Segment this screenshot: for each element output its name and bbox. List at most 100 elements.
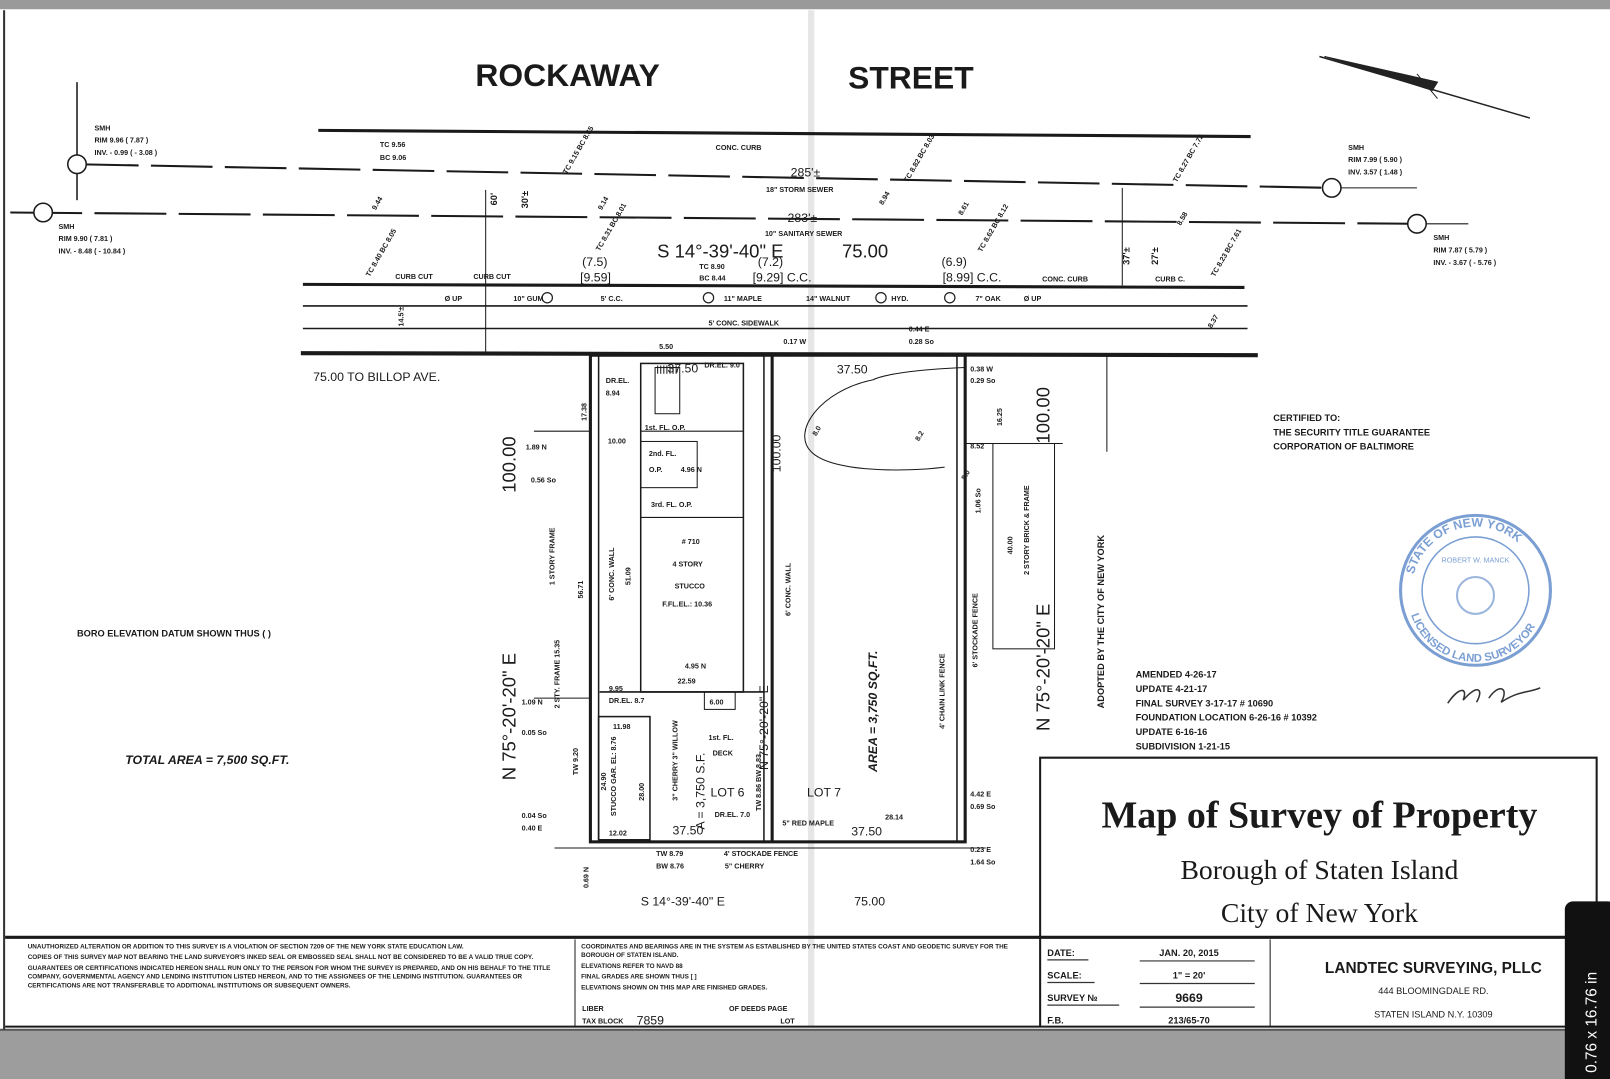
company-address-2: STATEN ISLAND N.Y. 10309: [1374, 1009, 1493, 1019]
survey-label: INV. - 0.99 ( - 3.08 ): [94, 149, 157, 157]
survey-label: 17.38: [580, 403, 588, 421]
survey-label: THE SECURITY TITLE GUARANTEE: [1273, 427, 1430, 437]
survey-label: 0.69 So: [970, 803, 996, 811]
survey-label: INV. 3.57 ( 1.48 ): [1348, 169, 1403, 177]
survey-label: 1.89 N: [526, 444, 547, 452]
survey-label: 60': [489, 193, 499, 205]
survey-label: 4 STORY: [673, 561, 704, 569]
survey-label: N 75°-20'-20" E: [1032, 604, 1053, 731]
survey-label: SMH: [94, 124, 110, 132]
survey-label: 2 STY. FRAME 15.35: [554, 640, 562, 709]
survey-label: 8.58: [1176, 211, 1190, 227]
survey-label: (7.5): [582, 255, 607, 269]
survey-label: 0.38 W: [970, 366, 993, 374]
survey-label: 1st. FL.: [708, 734, 733, 742]
survey-label: 6' STOCKADE FENCE: [971, 593, 979, 667]
lot-label: LOT: [780, 1018, 795, 1026]
survey-label: 1.64 So: [970, 858, 996, 866]
survey-label: A = 3,750 S.F.: [693, 753, 707, 830]
survey-label: 5.50: [659, 343, 673, 351]
map-city: City of New York: [1221, 897, 1418, 928]
survey-label: RIM 9.90 ( 7.81 ): [59, 235, 113, 243]
survey-label: Ø UP: [445, 295, 463, 303]
survey-label: 11.98: [613, 723, 631, 731]
survey-label: 14" WALNUT: [806, 295, 851, 303]
manhole-se: SMH RIM 7.87 ( 5.79 ) INV. - 3.67 ( - 5.…: [1433, 234, 1496, 267]
legal-notes: UNAUTHORIZED ALTERATION OR ADDITION TO T…: [28, 943, 562, 990]
survey-label: 1st. FL. O.P.: [645, 424, 686, 432]
survey-label: STUCCO: [675, 582, 706, 590]
survey-label: SUBDIVISION 1-21-15: [1136, 741, 1230, 751]
survey-label: RIM 7.87 ( 5.79 ): [1433, 247, 1487, 255]
survey-label: 14.5'±: [398, 307, 406, 327]
street-name-right: STREET: [848, 59, 974, 95]
survey-label: 18" STORM SEWER: [766, 186, 834, 194]
survey-label: ROBERT W. MANCK: [1442, 557, 1510, 565]
survey-label: TW 8.86 BW 8.83: [755, 754, 763, 811]
survey-label: S 14°-39'-40" E: [657, 241, 783, 262]
survey-label: COORDINATES AND BEARINGS ARE IN THE SYST…: [581, 943, 1008, 960]
survey-label: 22.59: [678, 678, 696, 686]
survey-label: STATE OF NEW YORK: [1403, 516, 1524, 576]
survey-label: BW 8.76: [656, 863, 684, 871]
survey-label: 11" MAPLE: [724, 295, 762, 303]
survey-label: 4' STOCKADE FENCE: [724, 850, 798, 858]
survey-label: DR.EL.: [606, 377, 630, 385]
survey-label: 8.61: [957, 200, 971, 216]
survey-label: LICENSED LAND SURVEYOR: [1408, 612, 1538, 665]
tree-icons: [541, 291, 956, 304]
survey-label: 9.95: [609, 685, 623, 693]
survey-label: 37.50: [667, 362, 698, 376]
survey-label: (7.2): [758, 255, 783, 269]
boro-datum-note: BORO ELEVATION DATUM SHOWN THUS ( ): [77, 629, 271, 639]
survey-label: 8.0: [960, 469, 972, 482]
survey-label: 5" RED MAPLE: [782, 819, 834, 827]
survey-label: 0.05 So: [522, 729, 548, 737]
survey-label: JAN. 20, 2015: [1159, 948, 1219, 958]
survey-label: 3" CHERRY 3" WILLOW: [672, 720, 680, 801]
survey-label: 285'±: [791, 166, 821, 180]
street-linework: [10, 82, 1469, 452]
survey-label: 9.44: [371, 195, 385, 211]
survey-label: 100.00: [769, 434, 783, 472]
survey-label: SMH: [59, 223, 75, 231]
survey-label: 6.00: [710, 698, 724, 706]
tax-block-value: 7859: [637, 1014, 665, 1028]
survey-label: DR.EL. 8.7: [609, 697, 644, 705]
survey-label: TC 8.62 BC 8.12: [976, 203, 1010, 254]
survey-label: CERTIFIED TO:: [1273, 413, 1340, 423]
survey-label: BC 9.06: [380, 154, 406, 162]
street-name-left: ROCKAWAY: [475, 57, 659, 93]
survey-label: 6' CONC. WALL: [785, 562, 793, 616]
lot-annotations: 75.00 TO BILLOP AVE. 100.00 N 75°-20'-20…: [313, 362, 1106, 909]
survey-label: 0.44 E: [909, 326, 930, 334]
survey-label: UNAUTHORIZED ALTERATION OR ADDITION TO T…: [27, 943, 464, 951]
survey-label: 4' CHAIN LINK FENCE: [939, 653, 947, 729]
svg-text:STATE OF NEW YORK: STATE OF NEW YORK: [1403, 516, 1524, 576]
survey-label: INV. - 3.67 ( - 5.76 ): [1433, 259, 1496, 267]
survey-label: 0.69 N: [582, 867, 590, 888]
survey-label: 1.06 So: [975, 488, 983, 514]
survey-label: CURB C.: [1155, 275, 1185, 283]
survey-details: DATE: JAN. 20, 2015 SCALE: 1" = 20' SURV…: [1047, 948, 1255, 1026]
survey-label: 3rd. FL. O.P.: [651, 501, 692, 509]
survey-label: TC 8.23 BC 7.61: [1209, 228, 1243, 279]
survey-label: O.P.: [649, 466, 662, 474]
survey-label: TC 8.90: [699, 263, 725, 271]
map-borough: Borough of Staten Island: [1180, 854, 1458, 885]
survey-label: 8.94: [878, 190, 892, 206]
survey-label: 4.95 N: [685, 662, 706, 670]
survey-label: 27'±: [1150, 247, 1160, 265]
survey-label: N 75°-20'-20" E: [757, 685, 771, 770]
survey-label: 28.14: [885, 813, 903, 821]
survey-label: 16.25: [996, 408, 1004, 426]
top-gray-bar: [0, 0, 1610, 10]
survey-label: 28.00: [638, 783, 646, 801]
survey-label: 37.50: [851, 825, 882, 839]
survey-label: 40.00: [1006, 536, 1014, 554]
survey-label: 4.42 E: [970, 791, 991, 799]
survey-label: 1.09 N: [522, 698, 543, 706]
survey-label: UPDATE 4-21-17: [1136, 684, 1208, 694]
